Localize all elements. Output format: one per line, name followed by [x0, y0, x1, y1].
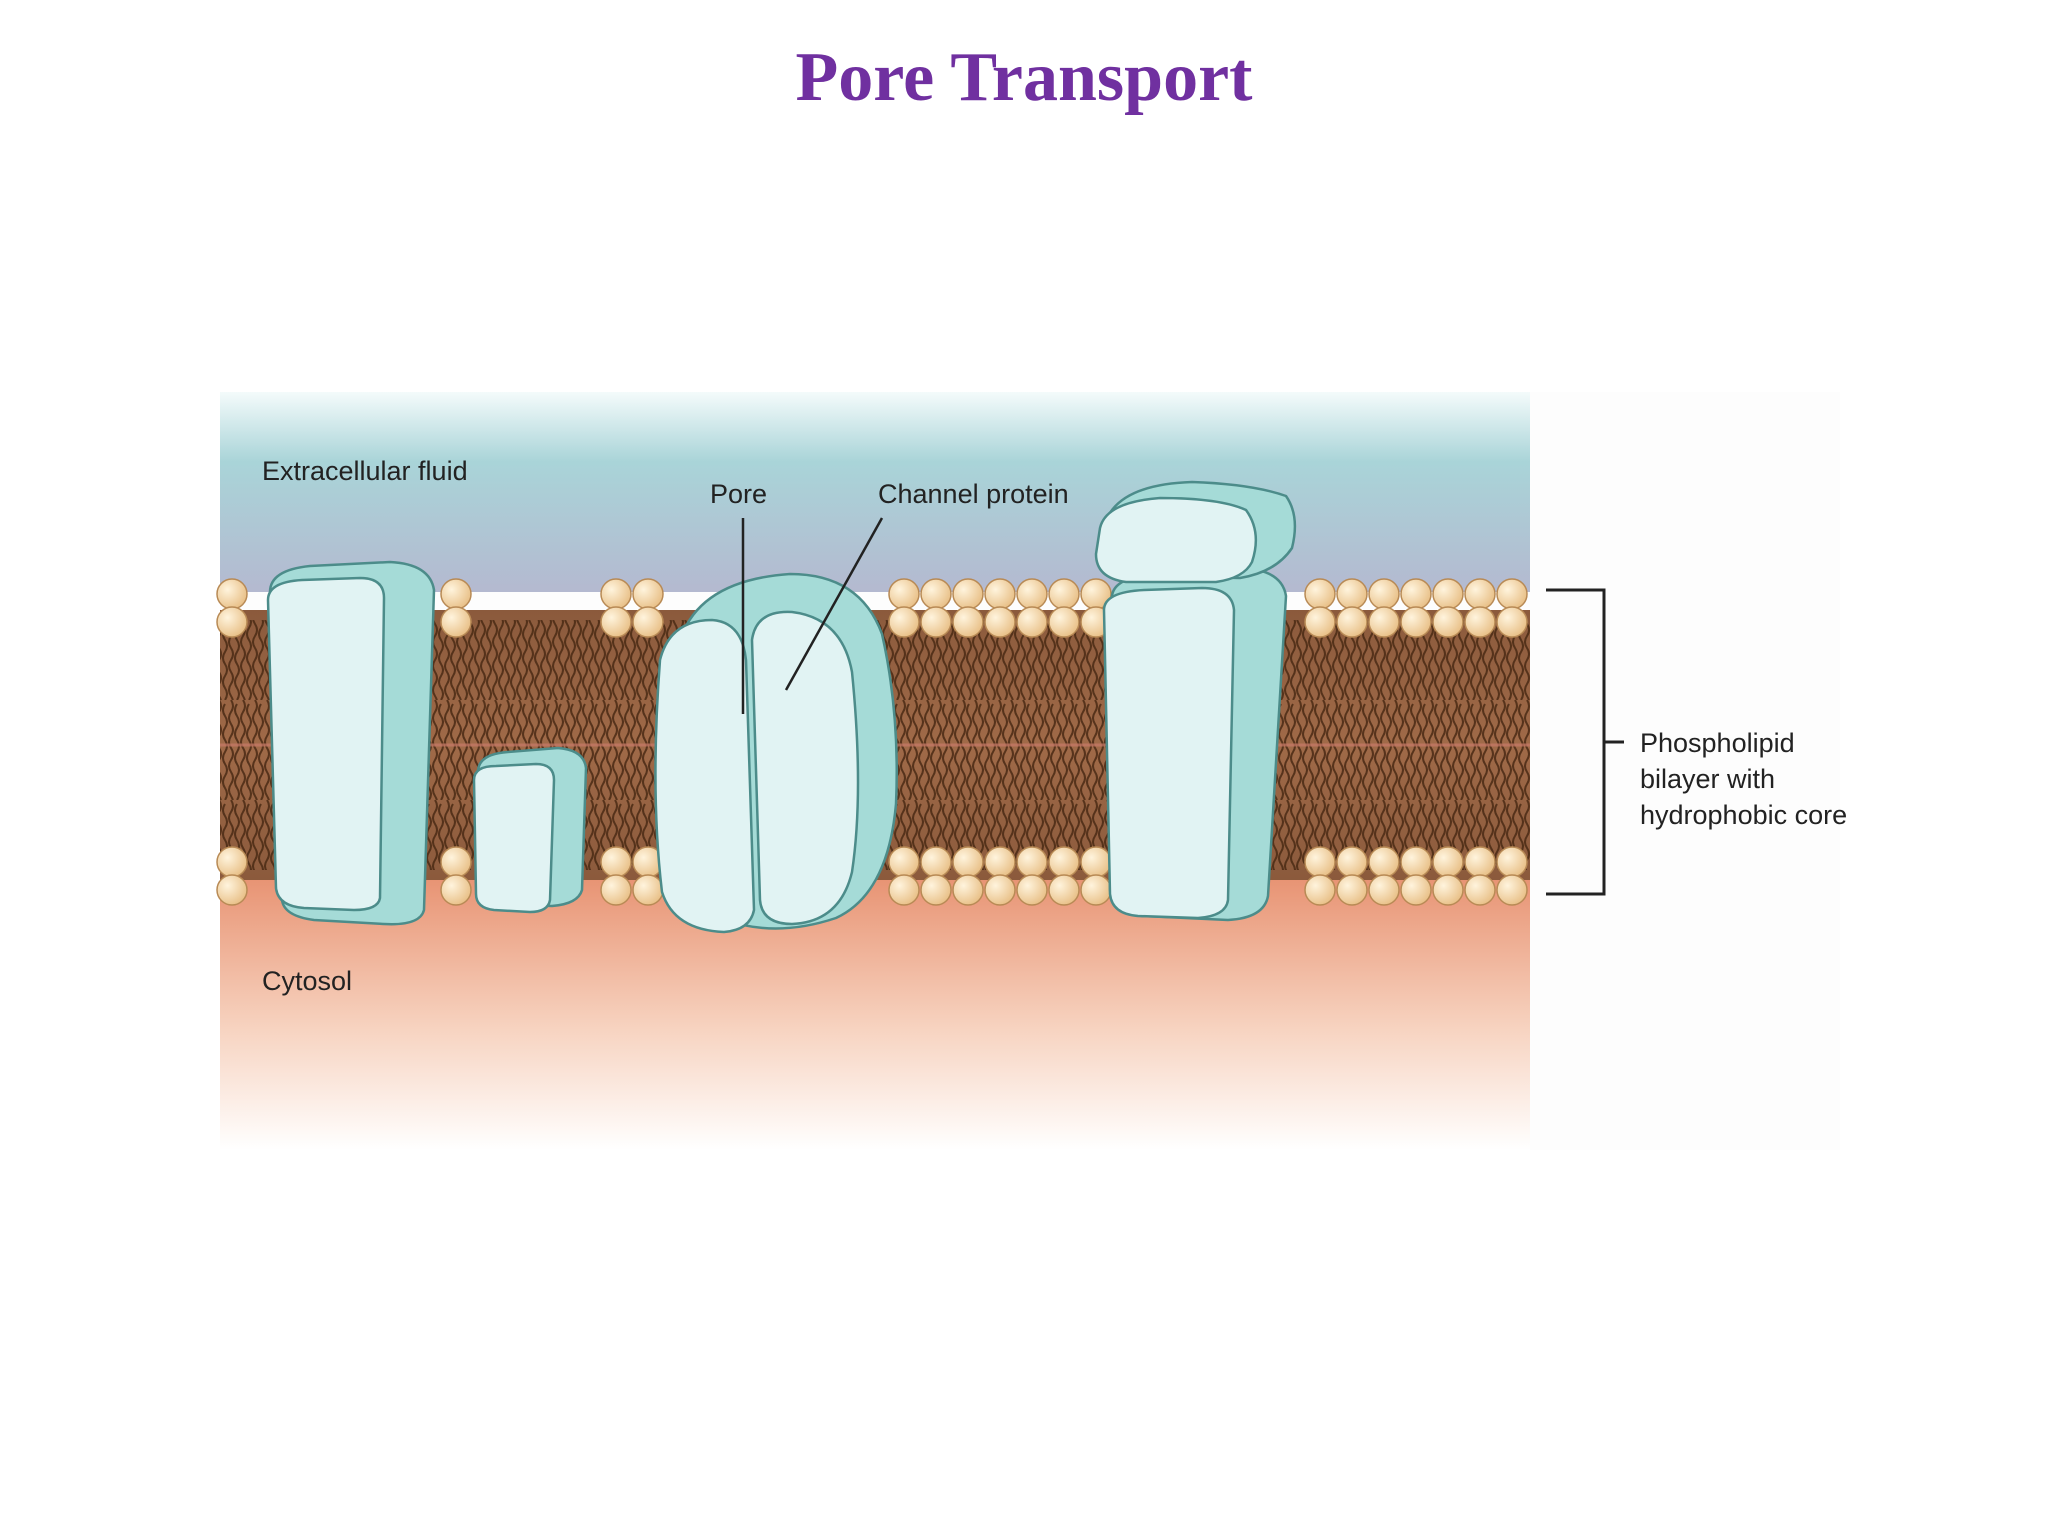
channel-subunit-left [654, 618, 756, 934]
phospholipid-head-icon [632, 874, 664, 906]
extracellular-region [220, 392, 1530, 592]
phospholipid-head-icon [920, 846, 952, 878]
phospholipid-head-icon [1432, 578, 1464, 610]
lipid-heads-bottom [216, 846, 1528, 906]
phospholipid-head-icon [1400, 578, 1432, 610]
phospholipid-head-icon [600, 874, 632, 906]
phospholipid-head-icon [216, 874, 248, 906]
phospholipid-head-icon [1336, 846, 1368, 878]
phospholipid-head-icon [1464, 874, 1496, 906]
phospholipid-head-icon [1368, 606, 1400, 638]
cytosol-label: Cytosol [262, 966, 352, 996]
phospholipid-head-icon [952, 606, 984, 638]
phospholipid-head-icon [1016, 606, 1048, 638]
bilayer-bracket [1546, 588, 1624, 896]
cytosol-region [220, 880, 1530, 1150]
transmembrane-protein-icon [472, 746, 588, 914]
phospholipid-head-icon [984, 606, 1016, 638]
phospholipid-head-icon [888, 578, 920, 610]
phospholipid-head-icon [1016, 578, 1048, 610]
bilayer-label-line3: hydrophobic core [1640, 800, 1847, 830]
phospholipid-head-icon [1336, 578, 1368, 610]
phospholipid-head-icon [1400, 846, 1432, 878]
transmembrane-protein-icon [1094, 480, 1297, 922]
phospholipid-head-icon [216, 846, 248, 878]
phospholipid-head-icon [984, 578, 1016, 610]
phospholipid-head-icon [1464, 578, 1496, 610]
pore-label: Pore [710, 479, 767, 509]
extracellular-fluid-label: Extracellular fluid [262, 456, 468, 486]
phospholipid-head-icon [1368, 846, 1400, 878]
phospholipid-head-icon [984, 846, 1016, 878]
phospholipid-head-icon [632, 578, 664, 610]
phospholipid-head-icon [1464, 846, 1496, 878]
phospholipid-head-icon [1368, 578, 1400, 610]
phospholipid-head-icon [1432, 846, 1464, 878]
phospholipid-head-icon [1496, 846, 1528, 878]
phospholipid-head-icon [1496, 874, 1528, 906]
phospholipid-head-icon [1368, 874, 1400, 906]
phospholipid-head-icon [952, 578, 984, 610]
channel-protein-label: Channel protein [878, 479, 1069, 509]
phospholipid-head-icon [216, 606, 248, 638]
phospholipid-head-icon [920, 606, 952, 638]
phospholipid-head-icon [888, 874, 920, 906]
phospholipid-head-icon [1496, 578, 1528, 610]
phospholipid-head-icon [952, 846, 984, 878]
channel-subunit-right [750, 610, 860, 926]
phospholipid-head-icon [920, 578, 952, 610]
phospholipid-head-icon [600, 606, 632, 638]
phospholipid-head-icon [984, 874, 1016, 906]
phospholipid-head-icon [920, 874, 952, 906]
phospholipid-head-icon [1336, 606, 1368, 638]
phospholipid-head-icon [1496, 606, 1528, 638]
phospholipid-head-icon [1016, 846, 1048, 878]
phospholipid-head-icon [440, 606, 472, 638]
phospholipid-head-icon [1080, 846, 1112, 878]
phospholipid-head-icon [1432, 874, 1464, 906]
phospholipid-head-icon [1400, 606, 1432, 638]
phospholipid-head-icon [1432, 606, 1464, 638]
channel-leader-line [784, 517, 884, 691]
phospholipid-head-icon [440, 846, 472, 878]
phospholipid-head-icon [1016, 874, 1048, 906]
phospholipid-head-icon [1304, 874, 1336, 906]
phospholipid-head-icon [216, 578, 248, 610]
phospholipid-head-icon [1048, 874, 1080, 906]
phospholipid-head-icon [600, 578, 632, 610]
lipid-heads-top [216, 578, 1528, 638]
phospholipid-head-icon [1400, 874, 1432, 906]
phospholipid-head-icon [440, 874, 472, 906]
phospholipid-head-icon [632, 606, 664, 638]
phospholipid-head-icon [1048, 846, 1080, 878]
phospholipid-head-icon [1304, 606, 1336, 638]
phospholipid-head-icon [952, 874, 984, 906]
phospholipid-head-icon [440, 578, 472, 610]
bilayer-label-line1: Phospholipid [1640, 728, 1795, 758]
phospholipid-head-icon [1048, 606, 1080, 638]
phospholipid-head-icon [1048, 578, 1080, 610]
slide-title: Pore Transport [795, 39, 1253, 116]
phospholipid-head-icon [888, 846, 920, 878]
bilayer-label-line2: bilayer with [1640, 764, 1775, 794]
channel-protein [654, 572, 898, 934]
phospholipid-head-icon [1336, 874, 1368, 906]
phospholipid-head-icon [888, 606, 920, 638]
transmembrane-protein-icon [266, 560, 436, 926]
phospholipid-head-icon [1464, 606, 1496, 638]
phospholipid-head-icon [600, 846, 632, 878]
phospholipid-head-icon [1304, 578, 1336, 610]
phospholipid-head-icon [1304, 846, 1336, 878]
phospholipid-head-icon [1080, 874, 1112, 906]
